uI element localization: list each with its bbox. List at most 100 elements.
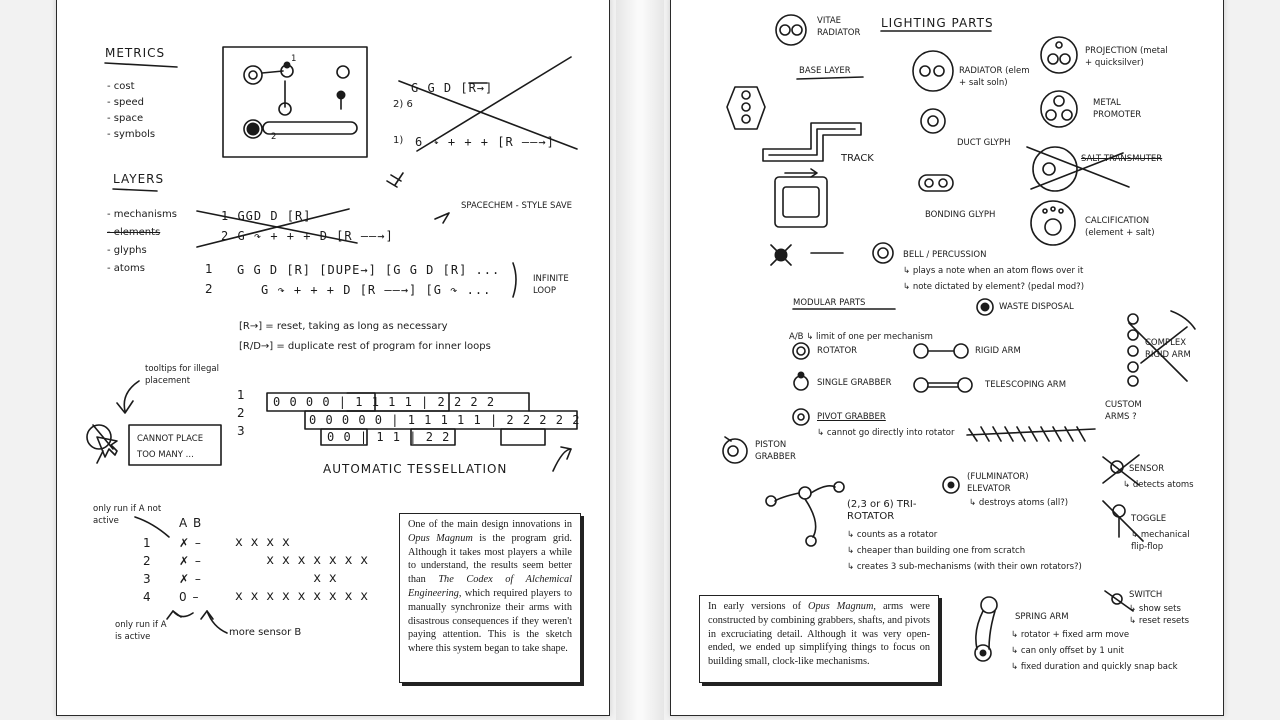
bell-note: ↳ plays a note when an atom flows over i… bbox=[903, 266, 1084, 276]
tooltip-note: tooltips for illegal placement bbox=[145, 364, 219, 386]
metrics-item: - space bbox=[107, 113, 144, 124]
left-page: METRICS - cost - speed - space - symbols… bbox=[56, 0, 610, 716]
grid-x-row: x x bbox=[235, 571, 337, 586]
grid-x-row: x x x x x x x bbox=[235, 553, 369, 568]
fulminator-label: (FULMINATOR) ELEVATOR bbox=[967, 472, 1029, 494]
loop-sequence-1: G G D [R] [DUPE→] [G G D [R] ... bbox=[237, 263, 501, 277]
spring-arm-note: ↳ rotator + fixed arm move bbox=[1011, 630, 1130, 640]
diagram-label-2: 2 bbox=[271, 132, 277, 142]
modular-parts-heading: MODULAR PARTS bbox=[793, 298, 866, 308]
book-gutter bbox=[616, 0, 664, 720]
pivot-grabber-label: PIVOT GRABBER bbox=[817, 412, 886, 422]
bonding-glyph-label: BONDING GLYPH bbox=[925, 210, 996, 220]
sequence-row2-label: 2) 6 bbox=[393, 99, 413, 110]
reset-definition: [R→] = reset, taking as long as necessar… bbox=[239, 321, 448, 332]
rotator-label: ROTATOR bbox=[817, 346, 858, 356]
metal-promoter-label: METAL PROMOTER bbox=[1093, 98, 1142, 120]
spring-arm-note: ↳ can only offset by 1 unit bbox=[1011, 646, 1124, 656]
loop-note: INFINITE LOOP bbox=[533, 274, 569, 296]
layers-item: - atoms bbox=[107, 263, 145, 274]
loop-row-number: 2 bbox=[205, 282, 214, 296]
track-label: TRACK bbox=[841, 153, 874, 164]
piston-grabber-label: PISTON GRABBER bbox=[755, 440, 796, 462]
right-page-sketches bbox=[722, 14, 1196, 662]
grid-x-row: x x x x x x x x x bbox=[235, 589, 369, 604]
grid-header: A B bbox=[179, 516, 203, 530]
tri-rotator-note: ↳ counts as a rotator bbox=[847, 530, 938, 540]
grid-row-number: 3 bbox=[143, 572, 152, 586]
fulminator-note: ↳ destroys atoms (all?) bbox=[969, 498, 1069, 508]
tess-row-cells: 0 0 0 0 0 | 1 1 1 1 1 | 2 2 2 2 2 bbox=[309, 413, 581, 427]
grid-note-bottom: only run if A is active bbox=[115, 620, 167, 642]
tri-rotator-note: ↳ creates 3 sub-mechanisms (with their o… bbox=[847, 562, 1082, 572]
sensor-label: SENSOR bbox=[1129, 464, 1165, 474]
metrics-heading: METRICS bbox=[105, 46, 166, 60]
sequence-row1-code: 6 ↷ + + + [R ——→] bbox=[415, 135, 555, 149]
crossed-transmuter-label: SALT TRANSMUTER bbox=[1081, 154, 1163, 164]
switch-note: ↳ show sets bbox=[1129, 604, 1181, 614]
bell-note: ↳ note dictated by element? (pedal mod?) bbox=[903, 282, 1085, 292]
grid-ab: 0 – bbox=[179, 590, 200, 604]
complex-arm-label: COMPLEX RIGID ARM bbox=[1145, 338, 1191, 360]
caption-text: One of the main design innovations in Op… bbox=[408, 519, 572, 655]
toggle-note: ↳ mechanical flip-flop bbox=[1131, 530, 1190, 552]
tess-row-number: 1 bbox=[237, 388, 246, 402]
sequence-row2-code: G G D [R→] bbox=[411, 81, 494, 95]
custom-arms-label: CUSTOM ARMS ? bbox=[1105, 400, 1142, 422]
tri-rotator-label: (2,3 or 6) TRI-ROTATOR bbox=[847, 499, 917, 522]
sequence-row1-label: 1) bbox=[393, 135, 404, 146]
sensor-note: more sensor B bbox=[229, 627, 302, 638]
dupe-definition: [R/D→] = duplicate rest of program for i… bbox=[239, 341, 491, 352]
right-page: VITAE RADIATOR LIGHTING PARTS BASE LAYER… bbox=[670, 0, 1224, 716]
tess-row-cells: 0 0 0 0 | 1 1 1 1 | 2 2 2 2 bbox=[273, 395, 496, 409]
grid-note-top: only run if A not active bbox=[93, 504, 162, 526]
layers-item: - mechanisms bbox=[107, 209, 177, 220]
left-page-sketches bbox=[86, 46, 578, 634]
grid-row-number: 2 bbox=[143, 554, 152, 568]
lighting-parts-heading: LIGHTING PARTS bbox=[881, 16, 994, 30]
caption-box: One of the main design innovations in Op… bbox=[399, 513, 581, 683]
switch-note: ↳ reset resets bbox=[1129, 616, 1190, 626]
telescoping-arm-label: TELESCOPING ARM bbox=[985, 380, 1067, 390]
bell-label: BELL / PERCUSSION bbox=[903, 250, 987, 260]
metrics-item: - symbols bbox=[107, 129, 156, 140]
waste-disposal-label: WASTE DISPOSAL bbox=[999, 302, 1074, 312]
loop-sequence-2: G ↷ + + + D [R ——→] [G ↷ ... bbox=[261, 283, 492, 297]
single-grabber-label: SINGLE GRABBER bbox=[817, 378, 892, 388]
spring-arm-note: ↳ fixed duration and quickly snap back bbox=[1011, 662, 1178, 672]
vitae-radiator-label: VITAE RADIATOR bbox=[817, 16, 861, 38]
tess-row-number: 3 bbox=[237, 424, 246, 438]
ab-note: A/B ↳ limit of one per mechanism bbox=[789, 332, 933, 342]
spacechem-note: SPACECHEM - STYLE SAVE bbox=[461, 201, 573, 211]
tess-row-number: 2 bbox=[237, 406, 246, 420]
crossed-sequence-2: 2 G ↷ + + + D [R ——→] bbox=[221, 229, 394, 243]
metrics-item: - speed bbox=[107, 97, 144, 108]
pivot-note: ↳ cannot go directly into rotator bbox=[817, 428, 955, 438]
rigid-arm-label: RIGID ARM bbox=[975, 346, 1021, 356]
crossed-sequence-1: 1 GGD D [R] bbox=[221, 209, 312, 223]
loop-row-number: 1 bbox=[205, 262, 214, 276]
grid-ab: ✗ – bbox=[179, 572, 202, 586]
grid-row-number: 1 bbox=[143, 536, 152, 550]
projection-label: PROJECTION (metal + quicksilver) bbox=[1085, 46, 1168, 68]
grid-x-row: x x x x bbox=[235, 535, 290, 550]
layers-item: - glyphs bbox=[107, 245, 147, 256]
grid-ab: ✗ – bbox=[179, 536, 202, 550]
layers-heading: LAYERS bbox=[113, 172, 165, 186]
tooltip-box-line1: CANNOT PLACE bbox=[137, 434, 204, 444]
metrics-item: - cost bbox=[107, 81, 135, 92]
radiator-label: RADIATOR (elem + salt soln) bbox=[959, 66, 1030, 88]
tooltip-box-line2: TOO MANY ... bbox=[137, 450, 194, 460]
duct-glyph-label: DUCT GLYPH bbox=[957, 138, 1011, 148]
sensor-note: ↳ detects atoms bbox=[1123, 480, 1194, 490]
diagram-label-1: 1 bbox=[291, 54, 297, 64]
grid-row-number: 4 bbox=[143, 590, 152, 604]
toggle-label: TOGGLE bbox=[1131, 514, 1167, 524]
layers-item-crossed: - elements bbox=[107, 227, 161, 238]
calcification-label: CALCIFICATION (element + salt) bbox=[1085, 216, 1155, 238]
grid-ab: ✗ – bbox=[179, 554, 202, 568]
spring-arm-label: SPRING ARM bbox=[1015, 612, 1069, 622]
caption-text: In early versions of Opus Magnum, arms w… bbox=[708, 601, 930, 668]
tess-row-cells: 0 0 | 1 1 | 2 2 bbox=[327, 430, 451, 444]
base-layer-heading: BASE LAYER bbox=[799, 66, 851, 76]
